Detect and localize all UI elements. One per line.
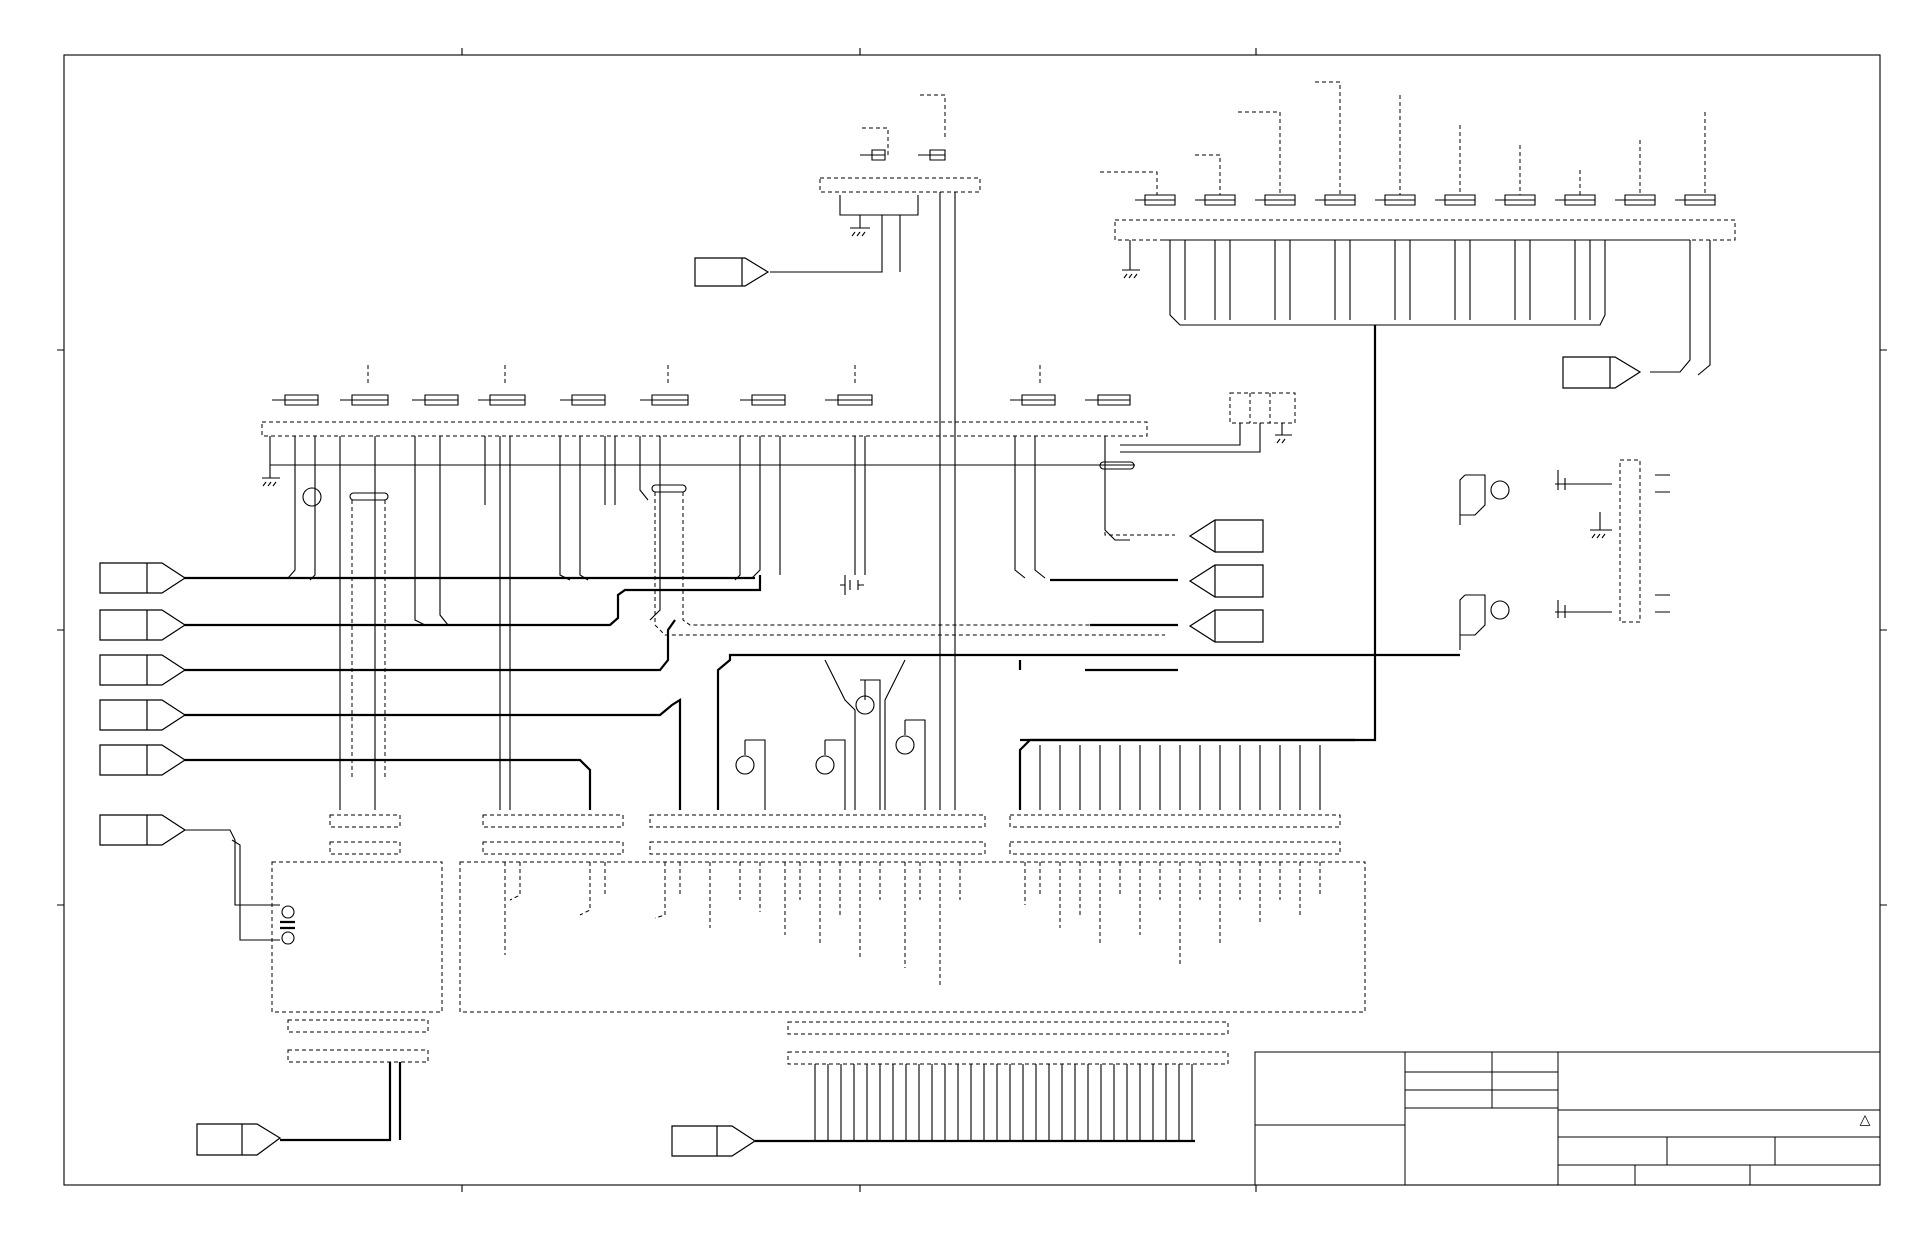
central-fanout: [735, 659, 1355, 810]
terminal-block-upper-right: [1562, 356, 1642, 389]
revision-symbol: △: [1860, 1112, 1871, 1128]
connectors-lower: [271, 814, 1366, 1065]
circuit-right: [716, 459, 1670, 810]
small-connector-right: [1120, 392, 1296, 453]
connector-middle: [183, 365, 1178, 810]
terminal-blocks-middle-right: [1188, 519, 1264, 643]
connector-upper-right: [1020, 81, 1736, 742]
terminal-blocks-left: [99, 562, 187, 846]
terminal-block-top: [694, 257, 770, 287]
left-lower-circuit: [185, 829, 295, 945]
terminal-block-bottom-left: [196, 1062, 402, 1156]
title-block: △: [1254, 1051, 1881, 1186]
connector-top-center: [770, 94, 981, 810]
drawing-border: [57, 48, 1887, 1192]
bottom-harness: [671, 1064, 1195, 1157]
